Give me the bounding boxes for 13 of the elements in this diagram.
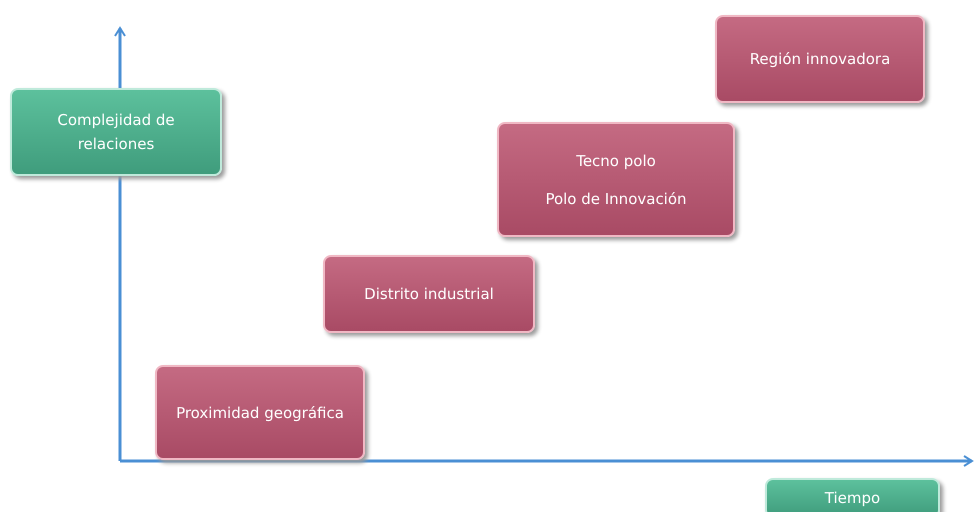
stage-box bbox=[155, 365, 365, 460]
box-label: Complejidad de relaciones bbox=[56, 110, 176, 155]
stage-box bbox=[715, 15, 925, 103]
box-label: Tiempo bbox=[824, 488, 880, 509]
box-label: Tecno polo bbox=[576, 150, 656, 172]
box-label: Distrito industrial bbox=[364, 284, 494, 305]
box-label: Proximidad geográfica bbox=[176, 402, 344, 424]
stage-box bbox=[765, 478, 940, 512]
stage-box bbox=[10, 88, 222, 176]
box-label: Polo de Innovación bbox=[545, 188, 687, 210]
box-label: Región innovadora bbox=[750, 49, 890, 70]
stage-box bbox=[497, 122, 735, 237]
stage-box bbox=[323, 255, 535, 333]
